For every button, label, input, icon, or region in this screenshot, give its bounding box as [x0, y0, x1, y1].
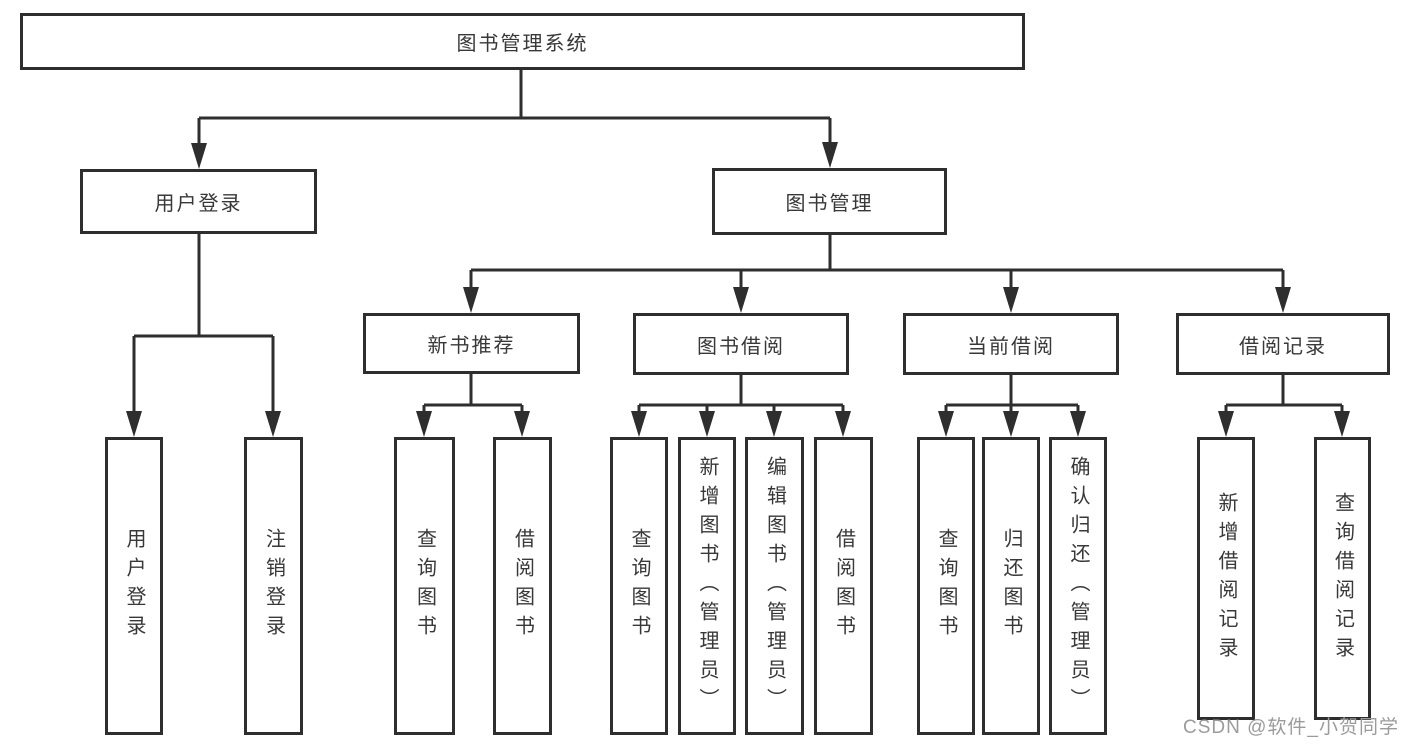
- node-leaf-return-books: 归还图书: [982, 437, 1040, 735]
- leaf-label: 注销登录: [262, 528, 285, 644]
- node-borrowing-records: 借阅记录: [1176, 313, 1390, 375]
- node-leaf-user-login: 用户登录: [105, 437, 163, 735]
- leaf-label: 查询图书: [413, 528, 436, 644]
- leaf-label: 新增借阅记录: [1215, 491, 1237, 666]
- node-leaf-query-books-2: 查询图书: [610, 437, 668, 735]
- node-book-management: 图书管理: [712, 168, 947, 235]
- node-leaf-query-borrow-record: 查询借阅记录: [1314, 437, 1371, 720]
- leaf-label: 新增图书（管理员）: [696, 455, 718, 717]
- leaf-label: 查询借阅记录: [1331, 491, 1354, 666]
- leaf-label: 确认归还（管理员）: [1067, 455, 1089, 717]
- node-leaf-borrow-books: 借阅图书: [493, 437, 552, 735]
- node-new-book-recommend: 新书推荐: [363, 313, 580, 374]
- node-leaf-add-books-admin: 新增图书（管理员）: [678, 437, 736, 735]
- node-leaf-query-books-3: 查询图书: [917, 437, 975, 735]
- leaf-label: 借阅图书: [832, 528, 855, 644]
- node-user-login: 用户登录: [80, 169, 317, 234]
- leaf-label: 查询图书: [628, 528, 650, 644]
- node-leaf-logout: 注销登录: [244, 437, 303, 735]
- node-current-borrowing: 当前借阅: [903, 313, 1119, 375]
- node-leaf-confirm-return-admin: 确认归还（管理员）: [1049, 437, 1107, 735]
- leaf-label: 用户登录: [123, 528, 145, 644]
- csdn-watermark: CSDN @软件_小贺同学: [1183, 717, 1399, 738]
- node-root-system: 图书管理系统: [20, 13, 1025, 70]
- leaf-label: 查询图书: [935, 528, 957, 644]
- node-leaf-add-borrow-record: 新增借阅记录: [1197, 437, 1255, 720]
- node-leaf-edit-books-admin: 编辑图书（管理员）: [745, 437, 804, 735]
- node-leaf-borrow-books-2: 借阅图书: [814, 437, 873, 735]
- leaf-label: 归还图书: [1000, 528, 1022, 644]
- node-book-borrowing: 图书借阅: [633, 313, 849, 375]
- node-leaf-query-books: 查询图书: [394, 437, 455, 735]
- leaf-label: 借阅图书: [511, 528, 534, 644]
- leaf-label: 编辑图书（管理员）: [763, 455, 786, 717]
